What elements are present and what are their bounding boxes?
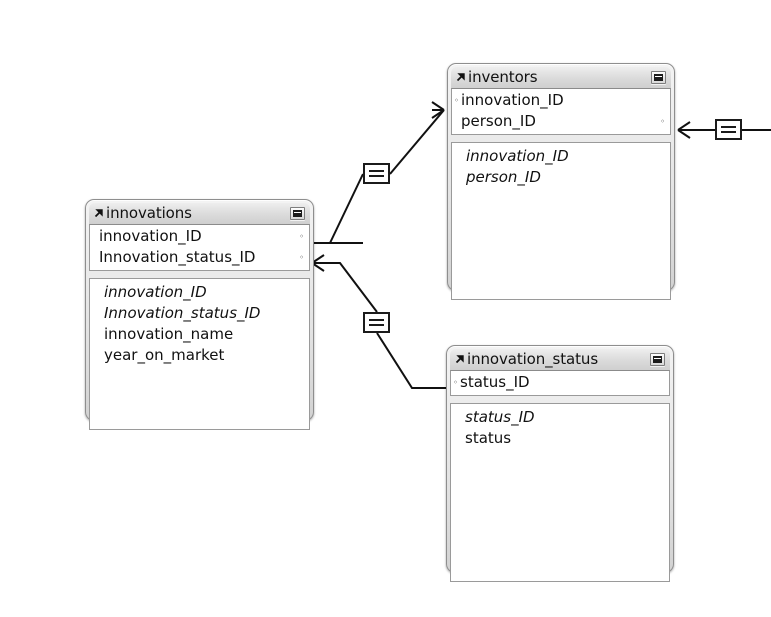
table-window-innovations[interactable]: innovations innovation_ID ◦ Innovation_s… — [85, 199, 314, 430]
table-title-innovation-status: innovation_status — [467, 350, 599, 368]
table-title-innovations: innovations — [106, 204, 192, 222]
fields-pane-inventors[interactable]: innovation_ID person_ID — [451, 142, 671, 300]
relationship-dot-icon: ◦ — [299, 232, 304, 241]
key-field-name: person_ID — [461, 112, 536, 130]
key-field-name: innovation_ID — [461, 91, 564, 109]
pane-divider — [451, 135, 671, 142]
key-fields-pane-innovations[interactable]: innovation_ID ◦ Innovation_status_ID ◦ — [89, 224, 310, 271]
table-window-innovation-status[interactable]: innovation_status ◦ status_ID status_ID … — [446, 345, 674, 582]
table-window-inventors[interactable]: inventors ◦ innovation_ID person_ID ◦ in… — [447, 63, 675, 300]
key-fields-pane-innovation-status[interactable]: ◦ status_ID — [450, 370, 670, 396]
diagonal-arrow-icon — [456, 73, 465, 82]
equals-line-bottom — [369, 324, 384, 326]
key-field-row[interactable]: ◦ status_ID — [451, 372, 669, 393]
equals-line-top — [369, 319, 384, 321]
key-field-row[interactable]: innovation_ID ◦ — [90, 226, 309, 247]
key-field-name: status_ID — [460, 373, 530, 391]
key-field-name: Innovation_status_ID — [99, 248, 256, 266]
field-row[interactable]: innovation_ID — [104, 283, 207, 301]
pane-divider — [450, 396, 670, 403]
field-row[interactable]: status_ID — [465, 408, 535, 426]
equals-line-bottom — [369, 175, 384, 177]
field-row[interactable]: person_ID — [466, 168, 541, 186]
relationship-dot-icon: ◦ — [299, 253, 304, 262]
field-row[interactable]: Innovation_status_ID — [104, 304, 261, 322]
table-title-inventors: inventors — [468, 68, 538, 86]
field-row[interactable]: year_on_market — [104, 346, 225, 364]
key-field-row[interactable]: Innovation_status_ID ◦ — [90, 247, 309, 268]
window-menu-icon[interactable] — [650, 353, 665, 366]
relationship-operator-innovations-inventors[interactable] — [363, 163, 390, 184]
key-field-row[interactable]: person_ID ◦ — [452, 111, 670, 132]
fields-pane-innovations[interactable]: innovation_ID Innovation_status_ID innov… — [89, 278, 310, 430]
field-row[interactable]: status — [465, 429, 512, 447]
titlebar-innovations[interactable]: innovations — [89, 203, 310, 224]
relationship-dot-icon: ◦ — [454, 96, 459, 105]
relationship-dot-icon: ◦ — [660, 117, 665, 126]
fields-pane-innovation-status[interactable]: status_ID status — [450, 403, 670, 582]
field-row[interactable]: innovation_name — [104, 325, 234, 343]
field-row[interactable]: innovation_ID — [466, 147, 569, 165]
key-fields-pane-inventors[interactable]: ◦ innovation_ID person_ID ◦ — [451, 88, 671, 135]
titlebar-inventors[interactable]: inventors — [451, 67, 671, 88]
relationship-dot-icon: ◦ — [453, 378, 458, 387]
equals-line-top — [721, 126, 736, 128]
diagonal-arrow-icon — [455, 355, 464, 364]
pane-divider — [89, 271, 310, 278]
window-menu-icon[interactable] — [290, 207, 305, 220]
key-field-name: innovation_ID — [99, 227, 202, 245]
window-menu-icon[interactable] — [651, 71, 666, 84]
equals-line-bottom — [721, 131, 736, 133]
key-field-row[interactable]: ◦ innovation_ID — [452, 90, 670, 111]
relationship-operator-inventors-offscreen[interactable] — [715, 119, 742, 140]
relationship-operator-innovations-innovation-status[interactable] — [363, 312, 390, 333]
diagonal-arrow-icon — [94, 209, 103, 218]
titlebar-innovation-status[interactable]: innovation_status — [450, 349, 670, 370]
equals-line-top — [369, 170, 384, 172]
